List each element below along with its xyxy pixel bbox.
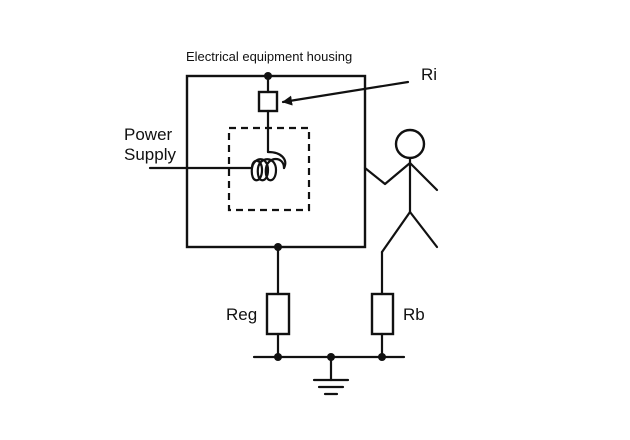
housing-label: Electrical equipment housing [186, 49, 352, 64]
power-label-line2: Supply [124, 145, 176, 164]
ri-arrow [281, 80, 410, 106]
ri-resistor [257, 90, 279, 113]
reg-ground-node [274, 353, 282, 361]
reg-label: Reg [226, 305, 257, 324]
rb-label: Rb [403, 305, 425, 324]
reg-resistor [265, 292, 291, 336]
ground-symbol-icon [312, 355, 350, 396]
coil-inductor-icon [148, 126, 287, 182]
stick-figure-icon [363, 128, 439, 254]
ri-label: Ri [421, 65, 437, 84]
rb-resistor [370, 292, 395, 336]
power-label-line1: Power [124, 125, 173, 144]
